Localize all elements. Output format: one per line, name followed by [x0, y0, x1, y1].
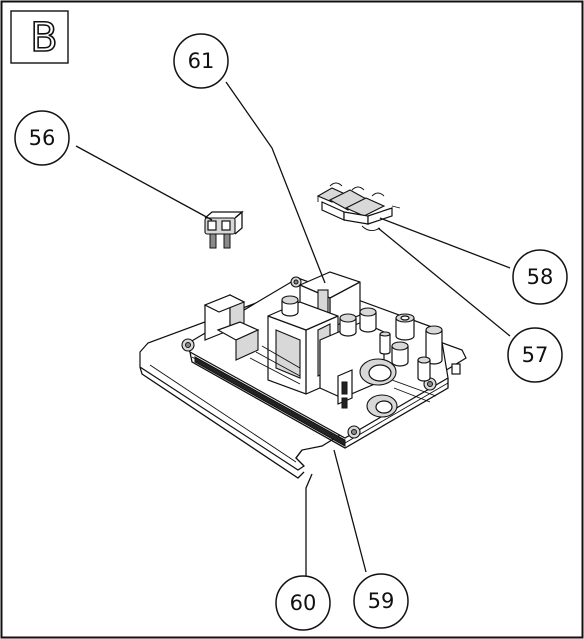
- callout-59-number: 59: [368, 589, 395, 613]
- callout-56-number: 56: [29, 126, 56, 150]
- callout-58: 58: [512, 249, 568, 305]
- callout-61: 61: [173, 33, 229, 89]
- callout-61-number: 61: [188, 49, 215, 73]
- section-label: B: [30, 15, 57, 61]
- callout-60: 60: [275, 575, 331, 631]
- terminal-posts: [281, 295, 443, 382]
- leader-lines: [75, 81, 511, 590]
- callout-59: 59: [353, 573, 409, 629]
- section-label-box: B: [10, 10, 69, 64]
- controller-assembly: [139, 271, 467, 479]
- callout-57-number: 57: [522, 343, 549, 367]
- callout-56: 56: [14, 110, 70, 166]
- callout-58-number: 58: [527, 265, 554, 289]
- callout-57: 57: [507, 327, 563, 383]
- callout-60-number: 60: [290, 591, 317, 615]
- fuse-part: [204, 210, 244, 249]
